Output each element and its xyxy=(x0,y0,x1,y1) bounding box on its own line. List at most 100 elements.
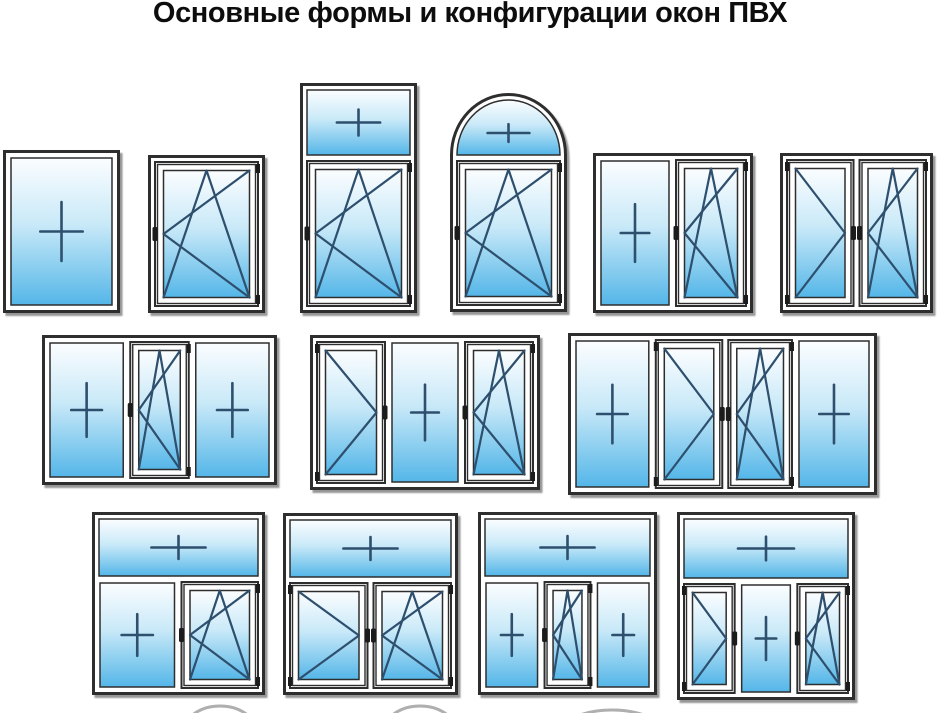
pane-tilt-turn xyxy=(371,582,453,689)
pane-turn xyxy=(653,339,725,489)
opening-symbol-icon xyxy=(663,347,715,481)
pane-fixed xyxy=(99,582,176,688)
window-diagram-single-tilt-turn xyxy=(148,155,265,313)
hinge-icon xyxy=(682,586,686,595)
hinge-icon xyxy=(924,295,928,304)
fixed-pane-cross-icon xyxy=(611,612,636,658)
hinge-icon xyxy=(588,677,593,686)
hinge-icon xyxy=(744,162,748,171)
handle-icon xyxy=(794,631,800,646)
window-diagram-transom-turn-tiltturn xyxy=(283,513,458,695)
handle-icon xyxy=(365,628,370,643)
pane-turn xyxy=(785,159,856,307)
fixed-pane-cross-icon xyxy=(120,612,155,658)
hinge-icon xyxy=(846,586,850,595)
pane-fixed-transom xyxy=(98,518,259,577)
opening-symbol-icon xyxy=(297,590,361,681)
pane-fixed-transom xyxy=(306,89,411,156)
fixed-pane-cross-icon xyxy=(335,108,382,137)
window-diagram-transom-tilt-turn xyxy=(300,83,417,313)
fixed-pane-cross-icon xyxy=(736,535,796,562)
hinge-icon xyxy=(315,472,319,481)
hinge-icon xyxy=(256,584,260,593)
opening-symbol-icon xyxy=(683,167,739,299)
pane-tilt-turn xyxy=(127,341,191,479)
opening-symbol-icon xyxy=(314,168,403,299)
hinge-icon xyxy=(789,342,794,351)
pane-fixed-transom xyxy=(683,518,849,579)
handle-icon xyxy=(732,631,738,646)
hinge-icon xyxy=(256,164,260,173)
pane-fixed xyxy=(485,582,539,688)
pane-tilt-turn xyxy=(673,159,748,307)
handle-icon xyxy=(127,403,133,417)
handle-icon xyxy=(725,407,731,421)
fixed-pane-cross-icon xyxy=(754,615,778,662)
hinge-icon xyxy=(315,344,319,353)
fixed-pane-cross-icon xyxy=(619,202,651,264)
window-diagram-four-pane-fixed-turn-tiltturn-fixed xyxy=(568,333,877,495)
pane-fixed xyxy=(596,582,650,688)
pane-tilt-turn xyxy=(462,341,535,484)
opening-symbol-icon xyxy=(794,167,847,299)
handle-icon xyxy=(857,226,862,240)
handle-icon xyxy=(719,407,725,421)
pane-fixed-transom xyxy=(289,519,452,578)
handle-icon xyxy=(179,628,184,642)
hinge-icon xyxy=(256,295,260,304)
handle-icon xyxy=(462,405,468,420)
pane-fixed xyxy=(600,160,670,306)
pane-turn xyxy=(315,341,388,484)
fixed-pane-cross-icon xyxy=(69,381,104,439)
hinge-icon xyxy=(558,294,562,303)
fixed-pane-cross-icon xyxy=(150,534,207,561)
hinge-icon xyxy=(256,677,260,686)
handle-icon xyxy=(673,226,679,240)
fixed-pane-cross-icon xyxy=(817,383,850,445)
pane-fixed-arch xyxy=(456,99,561,156)
hinge-icon xyxy=(186,467,191,476)
pane-fixed xyxy=(575,340,650,488)
hinge-icon xyxy=(449,677,453,686)
pane-tilt-turn xyxy=(725,339,794,489)
handle-icon xyxy=(371,628,376,643)
pane-fixed xyxy=(740,584,792,693)
hinge-icon xyxy=(288,585,292,594)
window-diagram-arched-tilt-turn xyxy=(450,93,567,312)
pane-tilt-turn xyxy=(454,160,562,306)
page-title: Основные формы и конфигурации окон ПВХ xyxy=(152,0,788,29)
hinge-icon xyxy=(682,682,686,691)
hinge-icon xyxy=(186,344,191,353)
hinge-icon xyxy=(408,163,412,172)
hinge-icon xyxy=(531,472,535,481)
hinge-icon xyxy=(653,477,658,486)
hinge-icon xyxy=(785,162,789,171)
opening-symbol-icon xyxy=(188,589,251,681)
pane-tilt-turn xyxy=(542,581,593,689)
hinge-icon xyxy=(558,163,562,172)
opening-symbol-icon xyxy=(735,347,785,481)
fixed-pane-cross-icon xyxy=(215,381,250,439)
pane-turn xyxy=(682,583,738,694)
fixed-pane-cross-icon xyxy=(499,612,524,658)
hinge-icon xyxy=(744,295,748,304)
handle-icon xyxy=(382,405,388,420)
pane-fixed-transom xyxy=(484,518,651,577)
handle-icon xyxy=(152,227,158,241)
fixed-pane-cross-icon xyxy=(486,122,531,144)
opening-symbol-icon xyxy=(137,349,182,471)
fixed-pane-cross-icon xyxy=(38,200,85,263)
hinge-icon xyxy=(789,477,794,486)
pane-tilt-turn xyxy=(179,581,260,689)
hinge-icon xyxy=(846,682,850,691)
fixed-pane-cross-icon xyxy=(595,383,629,445)
opening-symbol-icon xyxy=(472,349,526,476)
hinge-icon xyxy=(531,344,535,353)
opening-symbol-icon xyxy=(464,168,553,298)
hinge-icon xyxy=(588,584,593,593)
pane-fixed xyxy=(10,157,113,306)
pane-tilt-turn xyxy=(794,583,850,694)
pane-fixed xyxy=(798,340,870,488)
